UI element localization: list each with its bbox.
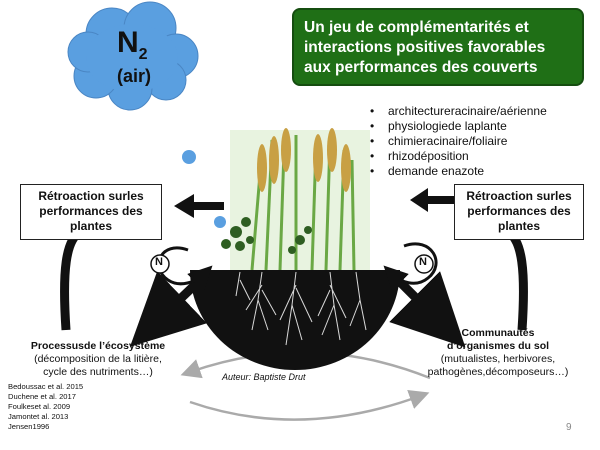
roots <box>235 271 367 346</box>
left-loop-curve <box>60 228 83 331</box>
nitrogen-droplet <box>182 150 196 164</box>
trait-item: architectureracinaire/aérienne <box>370 104 547 119</box>
soil-communities-title: Communautés <box>461 327 535 339</box>
ecosystem-process-title: Processusde l’écosystème <box>30 340 166 352</box>
right-n-cycle-arrow <box>383 242 438 291</box>
arrow-to-ecosystem <box>129 271 207 347</box>
soil-communities-line: pathogènes,décomposeurs…) <box>427 366 569 378</box>
feedback-line: performances des <box>39 204 143 218</box>
trait-item: physiologiede laplante <box>370 119 547 134</box>
left-n-cycle-arrow <box>157 246 213 291</box>
nitrogen-cloud <box>67 1 199 111</box>
feedback-line: plantes <box>497 219 540 233</box>
nitrogen-droplet <box>214 216 226 228</box>
cloud-title: N2 <box>117 26 148 63</box>
header-line: aux performances des couverts <box>304 59 538 76</box>
page-number: 9 <box>566 422 572 433</box>
trait-list: architectureracinaire/aérienne physiolog… <box>370 104 547 179</box>
ecosystem-process: Processusde l’écosystème (décomposition … <box>14 340 182 379</box>
soil-bowl <box>190 270 400 370</box>
reference-item: Duchene et al. 2017 <box>8 392 76 401</box>
trait-item: rhizodéposition <box>370 149 547 164</box>
feedback-line: plantes <box>69 219 112 233</box>
feedback-line: Rétroaction surles <box>466 189 572 203</box>
feedback-box-left: Rétroaction surles performances des plan… <box>20 184 162 240</box>
header-line: interactions positives favorables <box>304 39 546 56</box>
header-line: Un jeu de complémentarités et <box>304 19 529 36</box>
n-badge-left <box>150 254 170 274</box>
reference-item: Foulkeset al. 2009 <box>8 402 71 411</box>
n-badge-right <box>414 254 434 274</box>
reference-item: Jamontet al. 2013 <box>8 412 69 421</box>
references: Bedoussac et al. 2015 Duchene et al. 201… <box>8 382 83 432</box>
ecosystem-process-line: (décomposition de la litière, <box>34 353 162 365</box>
header-box: Un jeu de complémentarités et interactio… <box>292 8 584 86</box>
soil-communities-title: d’organismes du sol <box>446 340 550 352</box>
feedback-line: performances des <box>467 204 571 218</box>
soil-communities: Communautés d’organismes du sol (mutuali… <box>412 327 584 379</box>
wheat-plants <box>221 128 370 271</box>
n-badge-right-label: N <box>419 256 427 268</box>
reference-item: Jensen1996 <box>8 422 50 431</box>
feedback-box-right: Rétroaction surles performances des plan… <box>454 184 584 240</box>
n-badge-left-label: N <box>155 256 163 268</box>
arrow-to-right-feedback <box>410 188 458 212</box>
trait-item: demande enazote <box>370 164 547 179</box>
right-loop-curve <box>505 228 528 331</box>
cloud-subtitle: (air) <box>117 66 152 86</box>
trait-item: chimieracinaire/foliaire <box>370 134 547 149</box>
arrow-to-soil-communities <box>389 271 466 348</box>
arrow-to-left-feedback <box>174 194 224 218</box>
author-credit: Auteur: Baptiste Drut <box>222 372 306 382</box>
reference-item: Bedoussac et al. 2015 <box>8 382 84 391</box>
feedback-line: Rétroaction surles <box>38 189 144 203</box>
soil-communities-line: (mutualistes, herbivores, <box>440 353 556 365</box>
ecosystem-process-line: cycle des nutriments…) <box>43 366 153 378</box>
